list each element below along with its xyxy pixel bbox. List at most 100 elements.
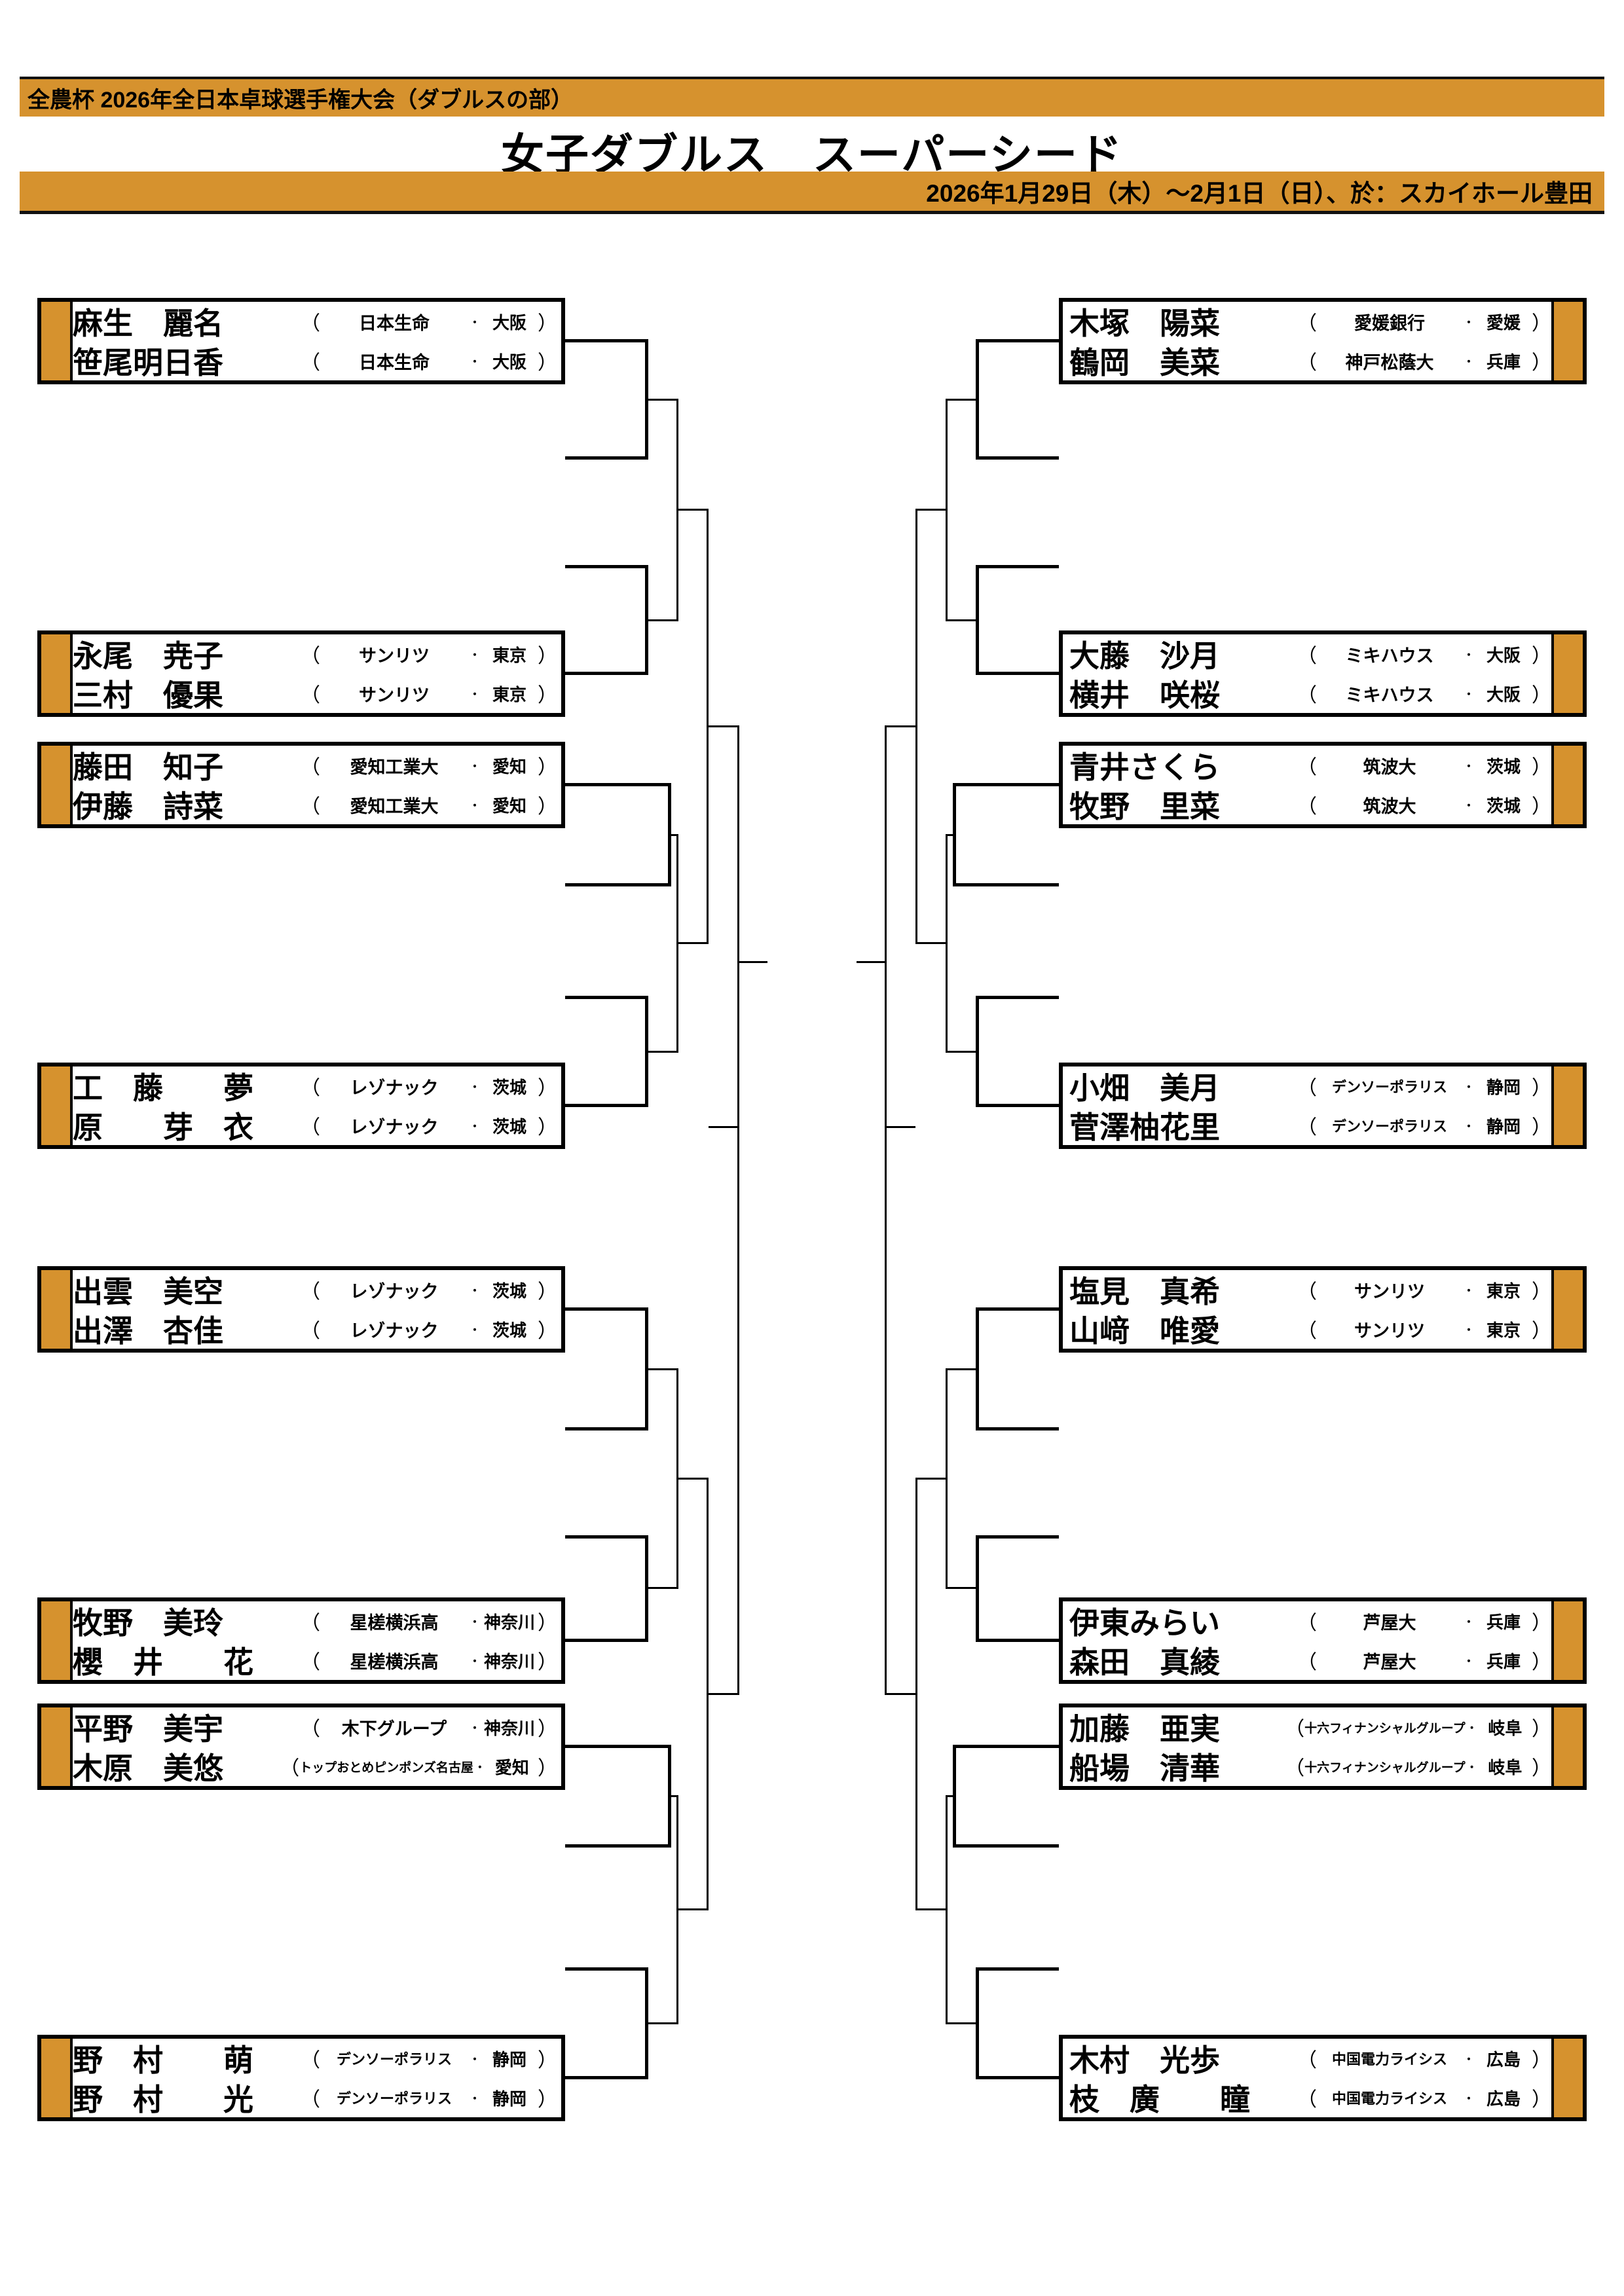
player-row: 牧野 里菜（筑波大・茨城）: [1069, 786, 1551, 824]
bracket-line: [976, 1535, 979, 1642]
player-prefecture: 茨城: [1486, 795, 1521, 816]
seed-accent-bar: [1551, 302, 1583, 380]
player-name: 木村 光歩: [1069, 2043, 1220, 2077]
bracket-line: [648, 1587, 678, 1589]
bracket-line: [946, 619, 976, 621]
player-name: 牧野 里菜: [1069, 790, 1220, 824]
bracket-line: [645, 996, 648, 1107]
bracket-line: [565, 1844, 671, 1848]
player-row: 青井さくら（筑波大・茨城）: [1069, 746, 1551, 784]
player-row: 船場 清華（十六フィナンシャルグループ・岐阜）: [1069, 1747, 1551, 1785]
player-name: 船場 清華: [1069, 1751, 1220, 1785]
player-affiliation: 芦屋大: [1363, 1652, 1416, 1672]
bracket-line: [976, 1307, 979, 1430]
separator-dot: ・: [1466, 1723, 1477, 1734]
bracket-line: [953, 1745, 956, 1848]
separator-dot: ・: [1463, 1286, 1474, 1297]
player-prefecture: 神奈川: [483, 1718, 535, 1738]
player-row: 野 村 萌（デンソーポラリス・静岡）: [73, 2039, 557, 2077]
close-paren: ）: [538, 646, 557, 667]
open-paren: （: [280, 1758, 300, 1779]
bracket-line: [565, 2076, 648, 2079]
bracket-line: [946, 399, 948, 621]
player-prefecture: 兵庫: [1486, 1612, 1521, 1632]
player-row: 麻生 麗名（日本生命・大阪）: [73, 302, 557, 340]
team-rows: 木塚 陽菜（愛媛銀行・愛媛）鶴岡 美菜（神戸松蔭大・兵庫）: [1069, 302, 1551, 380]
team-rows: 平野 美宇（木下グループ・神奈川）木原 美悠（トップおとめピンポンズ名古屋・愛知…: [73, 1707, 557, 1786]
player-name: 枝 廣 瞳: [1069, 2083, 1250, 2117]
bracket-line: [565, 565, 648, 568]
close-paren: ）: [1532, 646, 1551, 667]
bracket-line: [645, 339, 648, 460]
player-prefecture: 神奈川: [483, 1612, 535, 1632]
player-name: 永尾 尭子: [73, 639, 223, 673]
separator-dot: ・: [1463, 318, 1474, 329]
seed-accent-bar: [1551, 1066, 1583, 1145]
close-paren: ）: [538, 1078, 557, 1099]
player-name: 菅澤柚花里: [1069, 1110, 1220, 1144]
player-name: 木塚 陽菜: [1069, 306, 1220, 340]
player-name: 山﨑 唯愛: [1069, 1314, 1220, 1348]
close-paren: ）: [1532, 1321, 1551, 1342]
team-rows: 工 藤 夢（レゾナック・茨城）原 芽 衣（レゾナック・茨城）: [73, 1066, 557, 1145]
player-affiliation: 星槎横浜高: [350, 1652, 439, 1672]
player-prefecture: 茨城: [492, 1320, 526, 1340]
player-prefecture: 大阪: [1486, 684, 1521, 704]
player-name: 笹尾明日香: [73, 346, 223, 380]
bracket-line: [946, 1368, 976, 1370]
bracket-line: [976, 1535, 1059, 1539]
team-rows: 藤田 知子（愛知工業大・愛知）伊藤 詩菜（愛知工業大・愛知）: [73, 746, 557, 824]
player-affiliation: 愛知工業大: [350, 796, 439, 816]
player-prefecture: 大阪: [492, 312, 526, 333]
player-row: 鶴岡 美菜（神戸松蔭大・兵庫）: [1069, 342, 1551, 380]
seed-accent-bar: [41, 1270, 73, 1349]
bracket-line: [953, 1745, 1059, 1748]
seed-accent-bar: [41, 746, 73, 824]
team-box: 出雲 美空（レゾナック・茨城）出澤 杏佳（レゾナック・茨城）: [37, 1266, 565, 1353]
open-paren: （: [301, 646, 320, 667]
page-title: 女子ダブルス スーパーシード: [500, 130, 1124, 179]
player-prefecture: 茨城: [492, 1281, 526, 1301]
player-affiliation: デンソーポラリス: [1331, 1079, 1447, 1095]
separator-dot: ・: [469, 318, 480, 329]
bracket-line: [946, 1795, 948, 2024]
close-paren: ）: [538, 796, 557, 818]
bracket-line: [885, 725, 887, 1695]
bracket-line: [915, 942, 946, 944]
bracket-line: [915, 1478, 917, 1910]
player-affiliation: デンソーポラリス: [1331, 1118, 1447, 1135]
player-prefecture: 茨城: [1486, 756, 1521, 776]
bracket-line: [645, 565, 648, 675]
open-paren: （: [1297, 352, 1317, 374]
player-row: 工 藤 夢（レゾナック・茨城）: [73, 1067, 557, 1105]
player-affiliation: 筑波大: [1363, 757, 1416, 777]
team-box: 永尾 尭子（サンリツ・東京）三村 優果（サンリツ・東京）: [37, 630, 565, 717]
close-paren: ）: [538, 757, 557, 778]
bracket-line: [953, 883, 1059, 886]
seed-accent-bar: [1551, 1601, 1583, 1680]
open-paren: （: [1297, 2089, 1317, 2111]
separator-dot: ・: [469, 357, 480, 368]
seed-accent-bar: [41, 302, 73, 380]
team-box: 伊東みらい（芦屋大・兵庫）森田 真綾（芦屋大・兵庫）: [1059, 1597, 1587, 1684]
bracket-line: [857, 961, 885, 963]
player-name: 小畑 美月: [1069, 1071, 1220, 1105]
separator-dot: ・: [469, 1082, 480, 1093]
player-prefecture: 愛知: [494, 1757, 529, 1777]
player-name: 大藤 沙月: [1069, 639, 1220, 673]
player-name: 野 村 光: [73, 2083, 253, 2117]
separator-dot: ・: [1463, 357, 1474, 368]
player-row: 加藤 亜実（十六フィナンシャルグループ・岐阜）: [1069, 1708, 1551, 1746]
player-affiliation: サンリツ: [1354, 1281, 1425, 1302]
bracket-line: [887, 1126, 915, 1128]
open-paren: （: [1297, 313, 1317, 335]
separator-dot: ・: [1463, 1325, 1474, 1336]
bracket-line: [709, 1126, 737, 1128]
player-name: 伊藤 詩菜: [73, 790, 223, 824]
player-row: 枝 廣 瞳（中国電力ライシス・広島）: [1069, 2079, 1551, 2117]
separator-dot: ・: [469, 1121, 480, 1133]
bracket-line: [946, 834, 953, 836]
separator-dot: ・: [469, 1656, 480, 1667]
bracket-line: [953, 1844, 1059, 1848]
team-box: 藤田 知子（愛知工業大・愛知）伊藤 詩菜（愛知工業大・愛知）: [37, 742, 565, 828]
